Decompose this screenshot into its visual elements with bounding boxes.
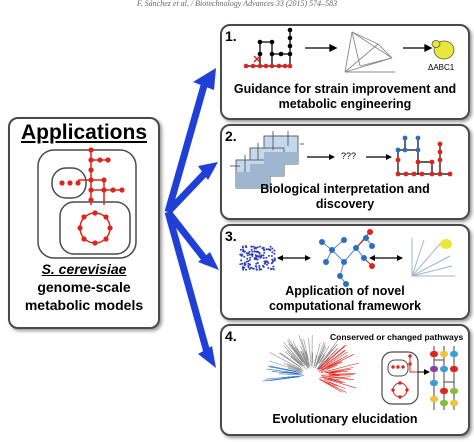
pathways-label: Conserved or changed pathways [330, 332, 464, 342]
unknown-label: ??? [341, 151, 357, 161]
panel-2-caption-line2: discovery [315, 197, 375, 211]
panel-4-number: 4. [225, 328, 237, 344]
panel-4-caption: Evolutionary elucidation [272, 412, 418, 426]
panel-1-number: 1. [225, 28, 237, 44]
panel-1-caption-line2: metabolic engineering [278, 97, 412, 111]
applications-panel [8, 117, 160, 329]
panel-3-caption-line1: Application of novel [285, 284, 405, 298]
panel-1-caption-line1: Guidance for strain improvement and [233, 82, 457, 96]
species-name: S. cerevisiae [41, 261, 127, 277]
journal-header: F. Sánchez et al. / Biotechnology Advanc… [136, 0, 338, 8]
panel-3-caption-line2: computational framework [268, 299, 422, 313]
knockout-label: ΔABC1 [428, 63, 455, 72]
model-line-3: metabolic models [24, 297, 144, 313]
panel-evolutionary-elucidation [220, 324, 470, 436]
applications-title: Applications [20, 121, 147, 144]
model-line-2: genome-scale [37, 279, 131, 295]
panel-2-number: 2. [225, 128, 237, 144]
panel-2-caption-line1: Biological interpretation and [260, 182, 430, 196]
panel-3-number: 3. [225, 228, 237, 244]
